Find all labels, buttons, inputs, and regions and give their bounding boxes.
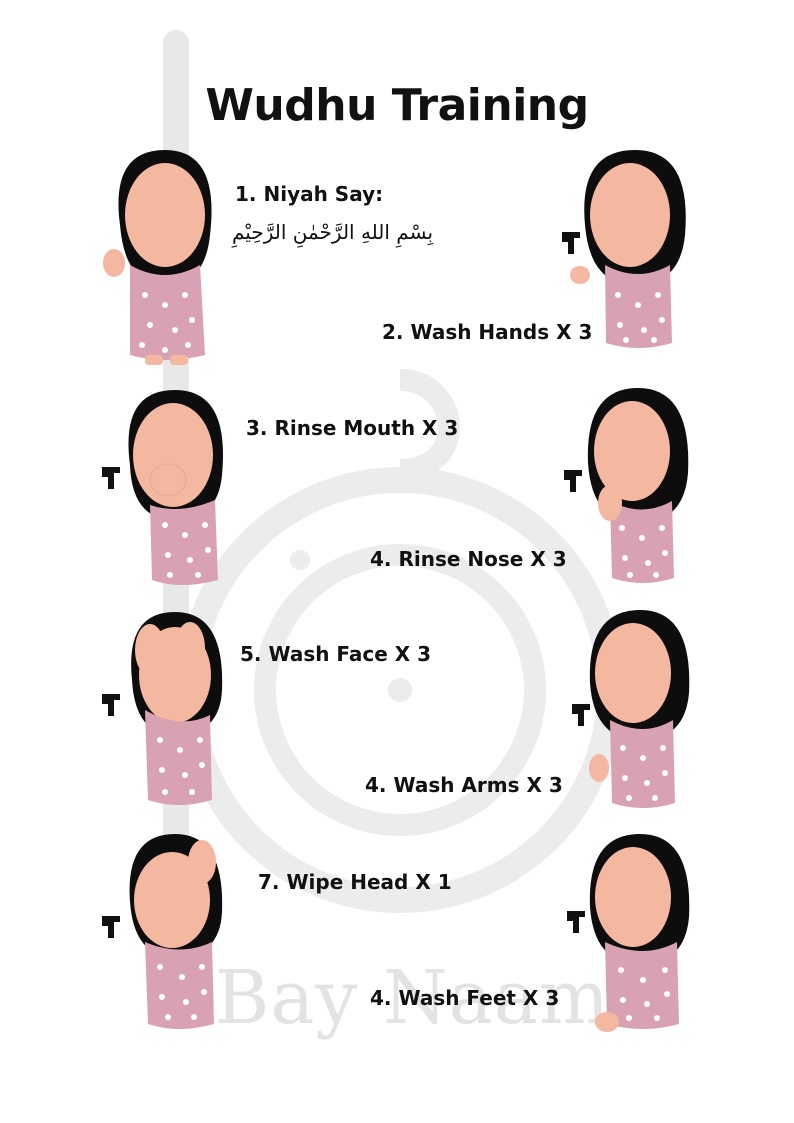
girl-figure-step-8	[589, 834, 690, 1032]
tap-icon	[572, 704, 590, 726]
girl-figure-step-4	[587, 388, 689, 583]
step-3-label: 3. Rinse Mouth X 3	[246, 416, 459, 440]
girl-figure-step-7	[129, 834, 223, 1029]
step-6-label: 4. Wash Arms X 3	[365, 773, 563, 797]
step-1-label: 1. Niyah Say:	[235, 182, 384, 206]
girl-figure-step-6	[589, 610, 690, 808]
tap-icon	[567, 911, 585, 933]
step-7-label: 7. Wipe Head X 1	[258, 870, 452, 894]
tap-icon	[562, 232, 580, 254]
step-5-label: 5. Wash Face X 3	[240, 642, 432, 666]
step-8-label: 4. Wash Feet X 3	[370, 986, 560, 1010]
girl-figure-step-3	[128, 390, 224, 585]
step-2-label: 2. Wash Hands X 3	[382, 320, 593, 344]
tap-icon	[102, 467, 120, 489]
tap-icon	[102, 916, 120, 938]
step-4-label: 4. Rinse Nose X 3	[370, 547, 567, 571]
girl-figure-step-2	[570, 150, 686, 348]
girl-figure-step-5	[131, 612, 223, 805]
watermark-text: Bay Naam	[215, 955, 610, 1041]
page-title: Wudhu Training	[205, 80, 589, 131]
basmala-text: بِسْمِ اللهِ الرَّحْمٰنِ الرَّحِيْمِ	[232, 220, 434, 244]
tap-icon	[102, 694, 120, 716]
tap-icon	[564, 470, 582, 492]
girl-figure-step-1	[103, 150, 212, 365]
